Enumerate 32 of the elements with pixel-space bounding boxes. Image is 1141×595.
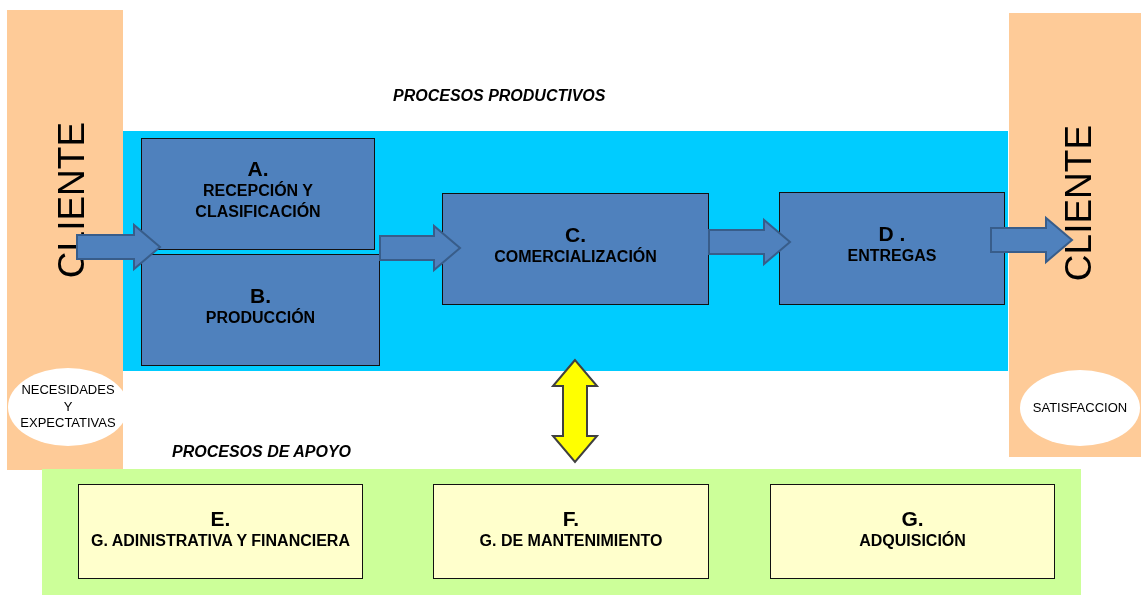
double-block-arrow xyxy=(550,358,600,464)
process-letter: E. xyxy=(210,507,231,532)
process-name: G. DE MANTENIMIENTO xyxy=(479,531,663,552)
process-letter: D . xyxy=(878,222,906,247)
block-arrow xyxy=(379,223,462,273)
process-name: PRODUCCIÓN xyxy=(205,307,316,328)
process-letter: C. xyxy=(565,222,586,247)
process-name: ADQUISICIÓN xyxy=(859,531,966,552)
band-heading: PROCESOS PRODUCTIVOS xyxy=(393,87,606,105)
ellipse-text: NECESIDADES Y EXPECTATIVAS xyxy=(19,381,117,433)
process-name: G. ADINISTRATIVA Y FINANCIERA xyxy=(91,531,350,552)
process-box xyxy=(779,192,1005,305)
process-box xyxy=(141,138,375,250)
process-letter: A. xyxy=(247,157,269,181)
process-name: ENTREGAS xyxy=(847,246,937,267)
process-letter: G. xyxy=(901,507,924,531)
process-letter: F. xyxy=(562,507,580,532)
client-band xyxy=(1009,13,1141,457)
ellipse-text: SATISFACCION xyxy=(1031,399,1129,417)
band-heading: PROCESOS DE APOYO xyxy=(172,443,351,461)
process-box xyxy=(442,193,709,305)
block-arrow xyxy=(708,217,792,267)
process-letter: B. xyxy=(250,283,271,308)
process-name: RECEPCIÓN Y CLASIFICACIÓN xyxy=(194,181,322,223)
block-arrow xyxy=(990,215,1074,265)
block-arrow xyxy=(76,222,162,272)
vertical-label: CLIENTE xyxy=(1059,124,1097,282)
support-process-box xyxy=(770,484,1055,579)
support-process-box xyxy=(78,484,363,579)
process-name: COMERCIALIZACIÓN xyxy=(494,246,657,267)
process-box xyxy=(141,254,380,366)
support-process-box xyxy=(433,484,709,579)
